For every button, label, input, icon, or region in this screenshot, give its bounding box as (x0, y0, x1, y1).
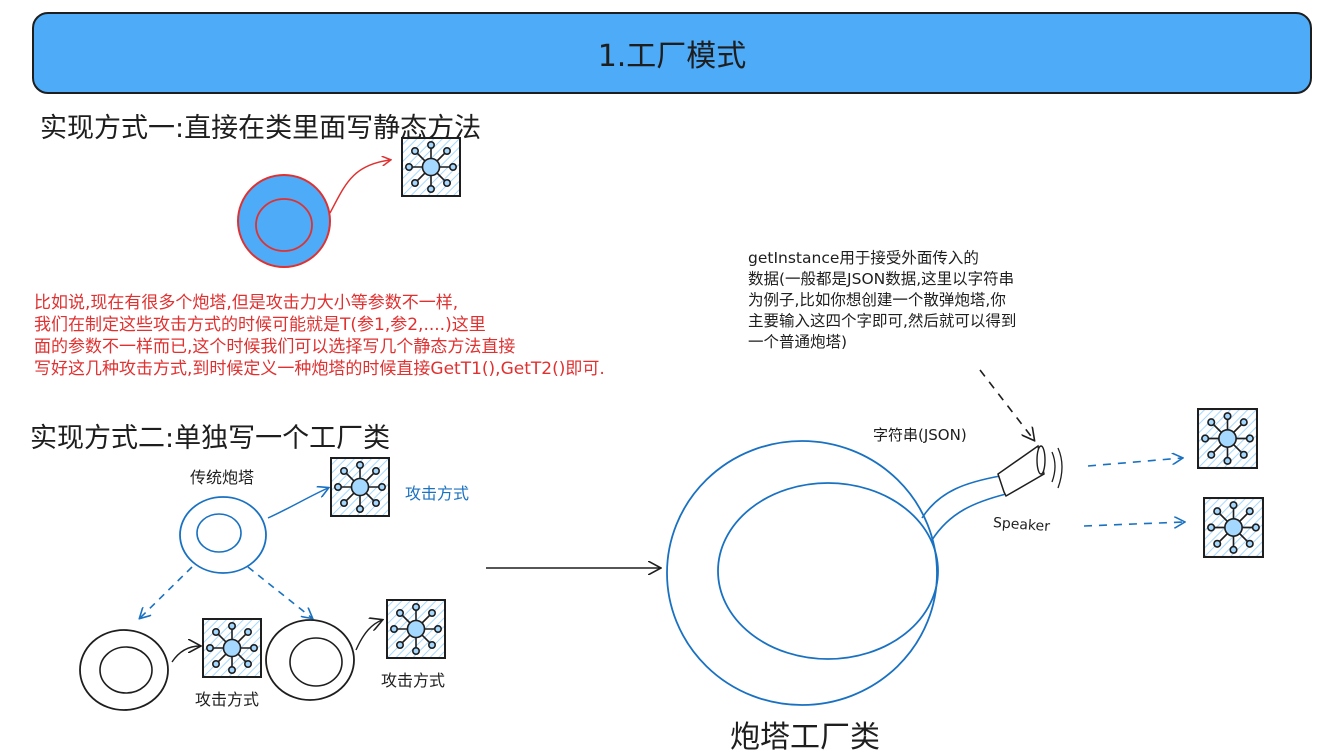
output-arrow-bottom (1083, 522, 1184, 526)
network-node-icon (202, 618, 262, 678)
subclass-tower-left (79, 629, 169, 711)
section1-note-line: 比如说,现在有很多个炮塔,但是攻击力大小等参数不一样, (34, 293, 459, 313)
traditional-arrow (267, 488, 328, 519)
note-arrow (979, 369, 1034, 440)
output-arrow-top (1087, 458, 1182, 467)
section1-heading: 实现方式一:直接在类里面写静态方法 (40, 113, 482, 144)
network-node-icon (401, 137, 461, 197)
page-title: 1.工厂模式 (597, 39, 747, 74)
traditional-tower (179, 496, 267, 574)
section2-heading: 实现方式二:单独写一个工厂类 (30, 423, 391, 454)
subclass-left-arrow (171, 646, 200, 663)
factory-note-line: getInstance用于接受外面传入的 (748, 249, 979, 267)
attack-mode-label-blue: 攻击方式 (405, 484, 470, 503)
factory-tower (666, 440, 939, 706)
section1-note-line: 我们在制定这些攻击方式的时候可能就是T(参1,参2,....)这里 (34, 315, 486, 335)
title-banner: 1.工厂模式 (32, 12, 1312, 94)
factory-note-line: 主要输入这四个字即可,然后就可以得到 (748, 312, 1017, 330)
network-node-icon (330, 457, 390, 517)
inherit-arrow-left (140, 566, 193, 618)
attack-mode-label-left: 攻击方式 (195, 690, 260, 709)
factory-note-line: 为例子,比如你想创建一个散弹炮塔,你 (748, 291, 1006, 309)
attack-mode-label-right: 攻击方式 (381, 671, 446, 690)
speaker-icon (997, 444, 1063, 498)
factory-pipe (921, 475, 1007, 541)
static-arrow (329, 160, 390, 214)
section1-note-line: 写好这几种攻击方式,到时候定义一种炮塔的时候直接GetT1(),GetT2()即… (34, 359, 605, 379)
factory-note-line: 数据(一般都是JSON数据,这里以字符串 (748, 270, 1015, 288)
factory-label: 炮塔工厂类 (730, 720, 880, 755)
json-label: 字符串(JSON) (873, 426, 967, 444)
network-node-icon (386, 599, 446, 659)
section1-note-line: 面的参数不一样而已,这个时候我们可以选择写几个静态方法直接 (34, 337, 516, 357)
traditional-tower-label: 传统炮塔 (190, 468, 255, 487)
static-tower-outer (237, 174, 331, 268)
factory-note-line: 一个普通炮塔) (748, 333, 848, 351)
static-tower-inner (255, 198, 313, 252)
subclass-right-arrow (355, 620, 382, 651)
network-node-icon (1197, 408, 1258, 469)
factory-note: getInstance用于接受外面传入的 数据(一般都是JSON数据,这里以字符… (748, 248, 1016, 353)
inherit-arrow-right (247, 566, 312, 618)
subclass-tower-right (265, 619, 355, 701)
section1-note: 比如说,现在有很多个炮塔,但是攻击力大小等参数不一样, 我们在制定这些攻击方式的… (34, 292, 605, 380)
network-node-icon (1203, 497, 1264, 558)
